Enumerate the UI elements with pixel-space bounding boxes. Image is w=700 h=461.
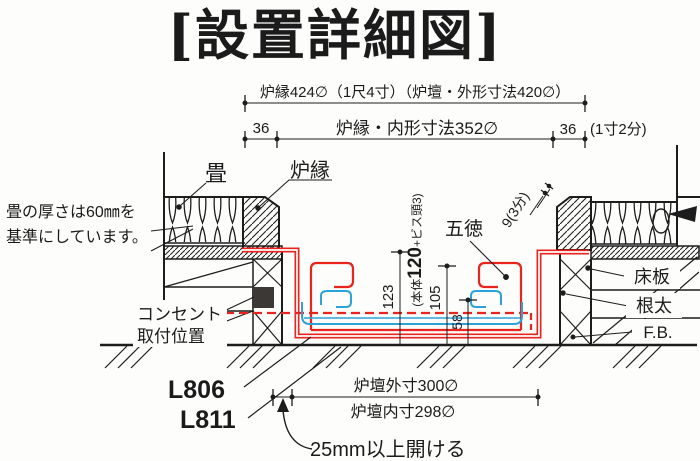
- leader-lines: [150, 179, 633, 450]
- dim-body-note: (本体120+ビス頭3): [405, 193, 426, 306]
- note-tatami-thickness-1: 畳の厚さは60㎜を: [6, 203, 136, 221]
- dim-123: 123: [380, 284, 397, 309]
- label-gap9: 9(3分): [498, 189, 532, 230]
- label-outlet-2: 取付位置: [137, 327, 205, 346]
- label-hearth-frame: 炉縁: [290, 159, 330, 182]
- dim-top-outer: 炉縁424∅（1尺4寸）（炉壇・外形寸法420∅）: [260, 83, 570, 101]
- outlet-label-bg: [133, 300, 227, 347]
- dim-bottom-outer: 炉壇外寸300∅: [354, 376, 459, 395]
- fb-label-bg: [632, 319, 684, 343]
- heater-tray: [301, 302, 523, 325]
- dim-top-right-note: (1寸2分): [590, 121, 647, 138]
- label-outlet-1: コンセント: [137, 305, 222, 324]
- dim-36-right: 36: [560, 121, 577, 138]
- floor-board-right: [590, 245, 700, 260]
- label-fb: F.B.: [643, 323, 672, 342]
- heater-rim-right: [470, 290, 502, 308]
- heater-unit-blue: [301, 290, 523, 325]
- floorboard-label-bg: [624, 263, 680, 289]
- dim-105: 105: [427, 285, 444, 310]
- label-model-L811: L811: [180, 406, 236, 434]
- hearth-frame-right: [556, 196, 592, 251]
- hearth-flange-left: [309, 261, 355, 330]
- ground-hatch: [104, 345, 662, 369]
- label-floor-board: 床板: [634, 267, 670, 287]
- label-trivet: 五徳: [445, 218, 483, 240]
- hearth-flange-right: [477, 261, 523, 330]
- gap-arrow: [282, 409, 313, 450]
- label-model-L806: L806: [168, 376, 225, 404]
- dim-bottom-inner: 炉壇内寸298∅: [351, 402, 456, 421]
- label-joist: 根太: [636, 296, 672, 316]
- tatami-right: [592, 203, 676, 244]
- screw-icon: [652, 206, 697, 234]
- label-tatami: 畳: [205, 161, 227, 186]
- heater-rim-left: [320, 290, 352, 308]
- note-tatami-thickness-2: 基準にしています。: [6, 228, 148, 246]
- joist-label-bg: [626, 293, 682, 318]
- dimension-lines: [242, 95, 588, 406]
- hearth-frame-left: [242, 196, 280, 251]
- gap9-dim: [529, 182, 554, 216]
- page-title: [設置詳細図]: [167, 3, 502, 67]
- dim-top-inner: 炉縁・内形寸法352∅: [336, 119, 498, 138]
- dim-36-left: 36: [253, 120, 270, 137]
- outlet-block: [252, 287, 274, 308]
- note-gap-25mm: 25mm以上開ける: [310, 438, 466, 461]
- dim-58: 58: [449, 314, 465, 330]
